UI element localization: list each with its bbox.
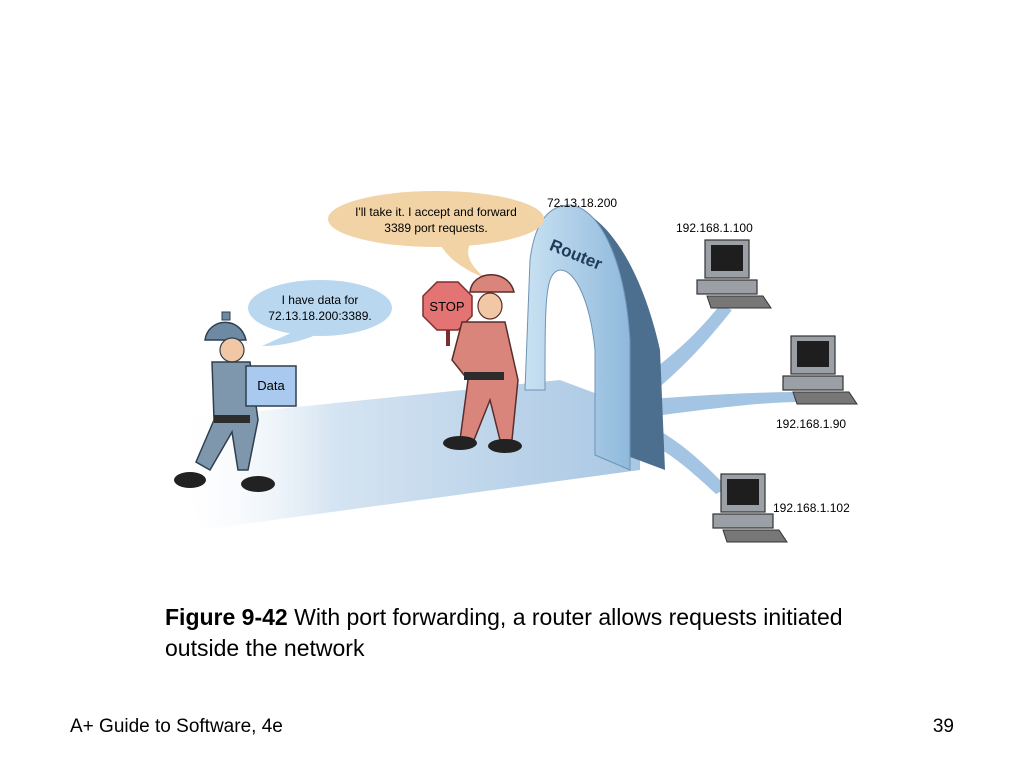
sender-speech-bubble: I have data for 72.13.18.200:3389. (248, 280, 392, 346)
svg-text:3389 port requests.: 3389 port requests. (384, 221, 487, 235)
computer-2 (782, 335, 858, 405)
footer-book-title: A+ Guide to Software, 4e (70, 716, 283, 737)
sender-figure: Data (174, 311, 297, 492)
svg-text:I have data for: I have data for (282, 293, 359, 307)
router-ip: 72.13.18.200 (547, 196, 617, 210)
guard-speech-line-1: I'll take it. I accept and forward (355, 205, 517, 219)
stop-sign-label: STOP (429, 299, 464, 314)
footer-page-number: 39 (932, 716, 954, 737)
keyboard-1 (706, 295, 772, 309)
sender-speech-line-1: I have data for (282, 293, 359, 307)
svg-text:72.13.18.200:3389.: 72.13.18.200:3389. (268, 309, 371, 323)
guard-speech-line-2: 3389 port requests. (384, 221, 487, 235)
keyboard-3 (722, 529, 788, 543)
stop-sign (422, 281, 473, 331)
data-box (245, 365, 297, 407)
svg-text:I'll take it. I accept and for: I'll take it. I accept and forward (355, 205, 517, 219)
computer-3-ip: 192.168.1.102 (773, 501, 850, 515)
computer-1 (696, 239, 772, 309)
keyboard-2 (792, 391, 858, 405)
computer-1-ip: 192.168.1.100 (676, 221, 753, 235)
data-stream (170, 380, 640, 530)
tower-3 (712, 513, 774, 529)
figure-caption: Figure 9-42 With port forwarding, a rout… (165, 602, 855, 664)
data-box-label: Data (257, 378, 285, 393)
computer-3 (712, 473, 788, 543)
figure-number: Figure 9-42 (165, 604, 288, 630)
tower-1 (696, 279, 758, 295)
figure-caption-text: With port forwarding, a router allows re… (165, 604, 843, 661)
computer-2-ip: 192.168.1.90 (776, 417, 846, 431)
tower-2 (782, 375, 844, 391)
router-arch: Router (524, 204, 665, 471)
sender-speech-line-2: 72.13.18.200:3389. (268, 309, 371, 323)
guard-figure: STOP (422, 274, 522, 453)
guard-speech-bubble: I'll take it. I accept and forward 3389 … (328, 191, 544, 278)
